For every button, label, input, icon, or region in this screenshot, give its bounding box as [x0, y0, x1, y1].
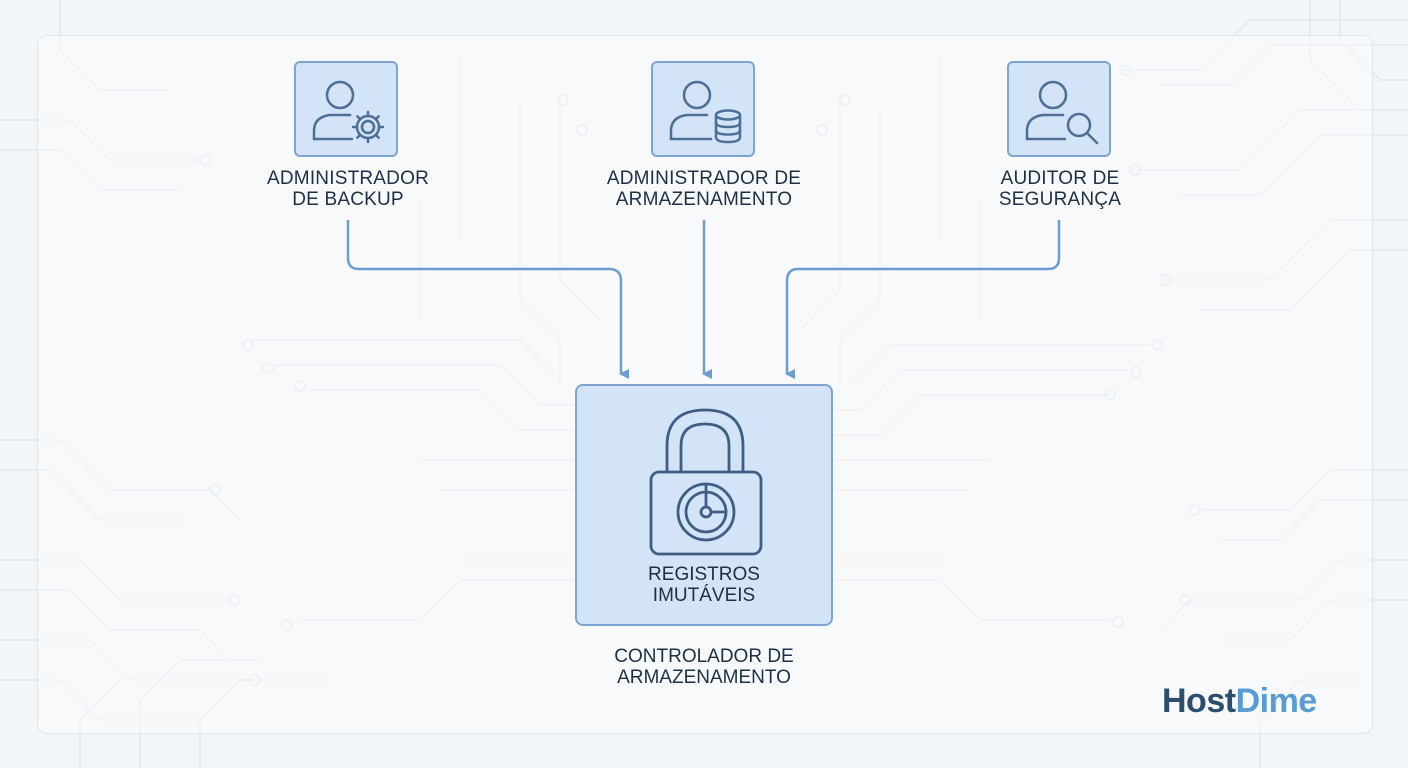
backup-admin-label: ADMINISTRADOR DE BACKUP	[267, 168, 429, 210]
security-auditor-label: AUDITOR DE SEGURANÇA	[998, 168, 1122, 210]
user-gear-icon	[312, 80, 385, 144]
arrow-security-auditor	[785, 220, 1061, 379]
padlock-icon	[649, 408, 763, 556]
arrow-backup-admin	[346, 220, 629, 379]
storage-admin-box	[651, 61, 755, 157]
hostdime-logo: HostDime	[1162, 682, 1317, 720]
storage-controller-label: CONTROLADOR DE ARMAZENAMENTO	[614, 646, 794, 688]
backup-admin-box	[294, 61, 398, 157]
security-auditor-box	[1007, 61, 1111, 157]
user-search-icon	[1025, 80, 1099, 145]
user-database-icon	[669, 80, 742, 144]
storage-controller-box: REGISTROS IMUTÁVEIS	[575, 384, 833, 626]
immutable-records-label: REGISTROS IMUTÁVEIS	[648, 564, 760, 606]
storage-admin-label: ADMINISTRADOR DE ARMAZENAMENTO	[606, 168, 802, 210]
